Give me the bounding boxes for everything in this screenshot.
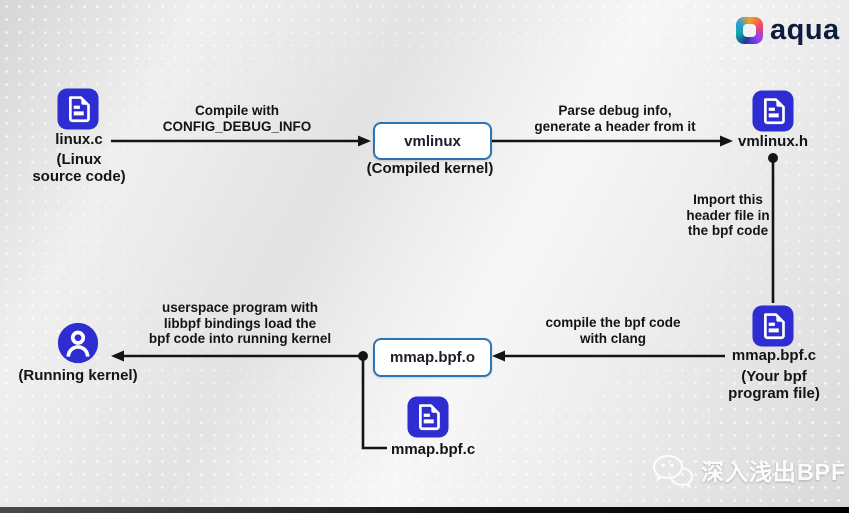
mmap-bpf-c-sublabel: (Your bpf program file) bbox=[728, 368, 820, 402]
watermark-text: 深入浅出BPF bbox=[701, 459, 846, 485]
aqua-brand-icon bbox=[736, 16, 763, 44]
vmlinux-sublabel: (Compiled kernel) bbox=[366, 160, 494, 177]
watermark: 深入浅出BPF bbox=[651, 454, 846, 490]
arrow-parse-debug bbox=[492, 135, 733, 147]
edge-label-parse-debug: Parse debug info, generate a header from… bbox=[534, 103, 696, 134]
vmlinux-h-label: vmlinux.h bbox=[737, 133, 808, 150]
bottom-edge-bar bbox=[0, 507, 849, 513]
vmlinux-box: vmlinux bbox=[373, 122, 492, 160]
mmap-bpf-c-file-icon bbox=[752, 305, 794, 347]
arrow-compile-kernel bbox=[111, 135, 371, 147]
aqua-logo: aqua bbox=[736, 15, 840, 45]
running-kernel-user-icon bbox=[57, 322, 99, 364]
edge-label-import-header: Import this header file in the bpf code bbox=[686, 192, 770, 238]
linux-c-label: linux.c bbox=[55, 131, 103, 148]
arrow-load-into-kernel bbox=[111, 350, 368, 362]
wechat-chat-bubbles-icon bbox=[652, 454, 694, 489]
edge-label-compile-kernel: Compile with CONFIG_DEBUG_INFO bbox=[162, 103, 312, 134]
mmap-bpf-o-box: mmap.bpf.o bbox=[373, 338, 492, 377]
vmlinux-h-file-icon bbox=[752, 90, 794, 132]
linux-c-file-icon bbox=[57, 88, 99, 130]
arrow-compile-clang bbox=[492, 350, 725, 362]
mmap-bpf-c-source-file-icon bbox=[407, 396, 449, 438]
aqua-brand-name: aqua bbox=[770, 14, 840, 46]
edge-label-load-userspace: userspace program with libbpf bindings l… bbox=[148, 300, 332, 346]
running-kernel-label: (Running kernel) bbox=[18, 367, 138, 384]
edge-label-compile-clang: compile the bpf code with clang bbox=[545, 315, 681, 346]
mmap-bpf-c-source-label: mmap.bpf.c bbox=[391, 441, 476, 458]
mmap-bpf-c-label: mmap.bpf.c bbox=[731, 347, 817, 364]
linux-c-sublabel: (Linux source code) bbox=[32, 151, 126, 185]
